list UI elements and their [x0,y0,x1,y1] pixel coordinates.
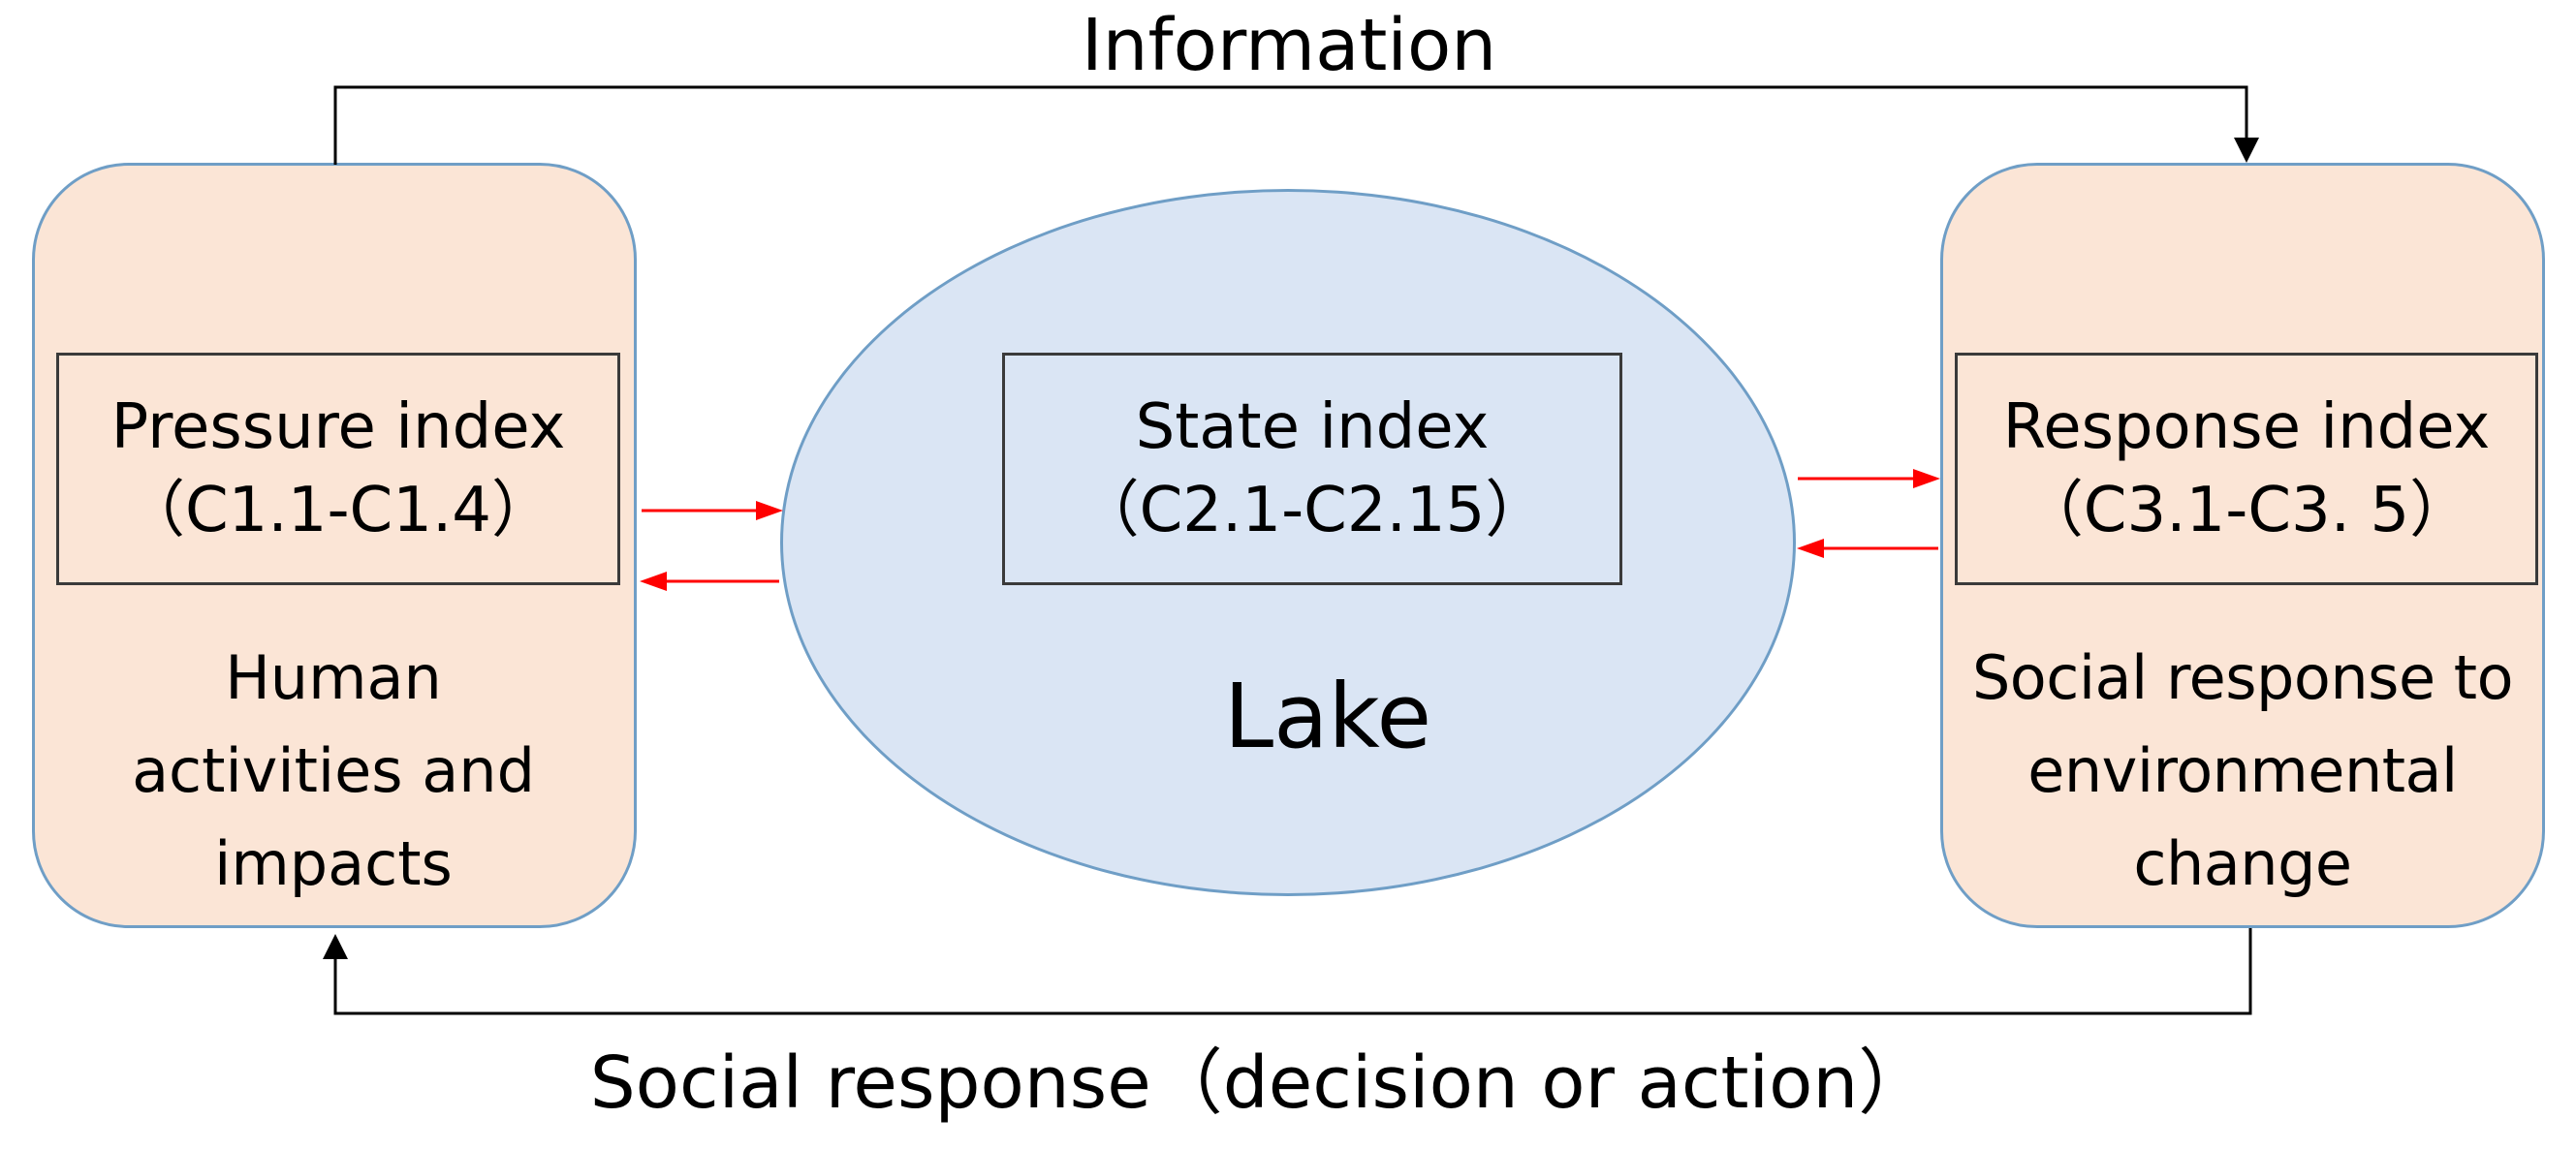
state-index-title: State index [1135,391,1490,463]
information-arrow [333,85,2248,165]
pressure-index-title: Pressure index [110,391,566,463]
pressure-index-box: Pressure index （C1.1-C1.4） [56,353,620,585]
lake-ellipse [780,189,1796,896]
response-index-code: （C3.1-C3. 5） [2021,475,2472,546]
response-index-title: Response index [2002,391,2491,463]
lake-to-response-arrowhead [1913,469,1940,488]
information-label: Information [1081,4,1497,87]
pressure-index-code: （C1.1-C1.4） [122,475,554,546]
state-index-code: （C2.1-C2.15） [1077,475,1548,546]
pressure-to-lake-arrowhead [756,501,783,520]
response-panel [1940,163,2545,928]
lake-to-pressure-arrowhead [640,572,667,591]
pressure-panel [32,163,637,928]
social-response-label: Social response（decision or action） [589,1041,1931,1125]
lake-label: Lake [1223,665,1432,768]
state-index-box: State index （C2.1-C2.15） [1002,353,1622,585]
response-index-box: Response index （C3.1-C3. 5） [1955,353,2538,585]
information-arrowhead [2234,138,2259,163]
pressure-description: Human activities and impacts [132,642,535,899]
social-response-arrow [333,928,2252,1015]
social-response-arrowhead [323,934,348,959]
response-description: Social response to environmental change [1971,642,2514,899]
response-to-lake-arrowhead [1797,539,1824,558]
